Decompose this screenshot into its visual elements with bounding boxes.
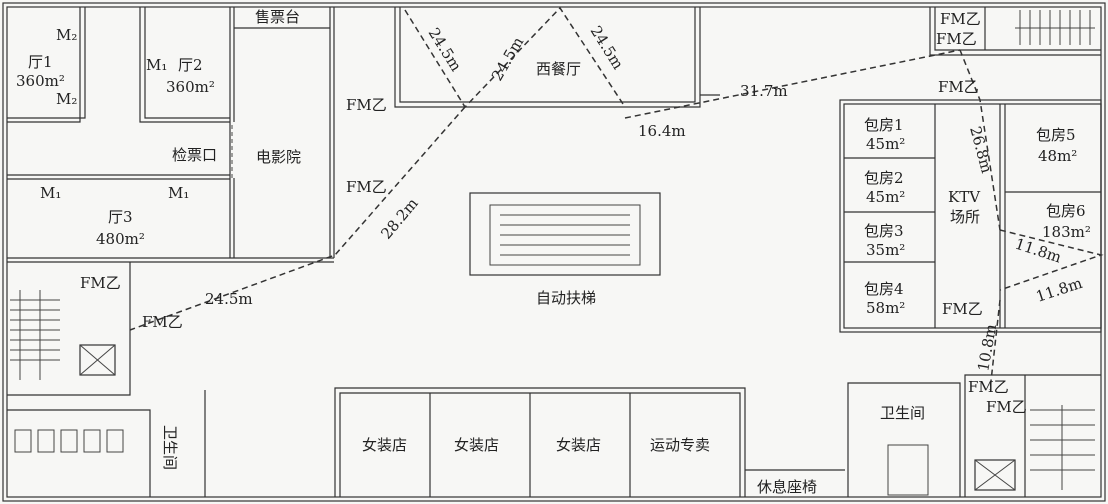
ktv-room-name: 包房2 xyxy=(864,169,904,187)
ktv-walls xyxy=(839,99,1102,333)
distance-label: 28.2m xyxy=(377,195,421,243)
ticket-check-label: 检票口 xyxy=(172,146,217,164)
cinema-walls xyxy=(7,7,335,263)
toilet-label: 卫生间 xyxy=(161,425,179,470)
distance-label: 16.4m xyxy=(638,122,686,140)
hall3-name: 厅3 xyxy=(108,208,133,226)
cinema-exit-label: FM乙 xyxy=(346,96,387,114)
ktv-room-area: 58m² xyxy=(866,299,905,317)
distance-label: 11.8m xyxy=(1034,274,1085,306)
distance-label: 24.5m xyxy=(205,290,253,308)
ktv-room-area: 48m² xyxy=(1038,147,1077,165)
ktv-room-name: 包房1 xyxy=(864,116,904,134)
distance-label: 26.8m xyxy=(966,124,996,175)
distance-label: 24.5m xyxy=(488,34,527,84)
escalator-icon xyxy=(469,192,661,276)
hall1-name: 厅1 xyxy=(28,53,53,71)
cinema-title: 电影院 xyxy=(256,148,301,166)
ktv-door-label: FM乙 xyxy=(942,300,983,318)
hall1-area: 360m² xyxy=(16,72,65,90)
seating-label: 休息座椅 xyxy=(757,478,817,496)
fire-door-label: FM乙 xyxy=(80,274,121,292)
cinema-exit-label: FM乙 xyxy=(346,178,387,196)
distance-label: 24.5m xyxy=(587,23,628,73)
restaurant-name: 西餐厅 xyxy=(536,60,581,78)
ktv-room-area: 183m² xyxy=(1042,223,1091,241)
distance-label: 10.8m xyxy=(974,323,1000,373)
hall1-door-label: M₂ xyxy=(56,26,77,44)
shop-walls xyxy=(334,387,845,497)
hall3-area: 480m² xyxy=(96,230,145,248)
ktv-room-name: 包房6 xyxy=(1046,202,1086,220)
distance-label: 24.5m xyxy=(425,25,466,75)
ktv-room-name: 包房4 xyxy=(864,280,904,298)
ktv-room-area: 45m² xyxy=(866,188,905,206)
hall2-name: 厅2 xyxy=(178,56,203,74)
top-right-stair xyxy=(929,7,1101,56)
hall2-door-label: M₁ xyxy=(146,56,167,74)
ktv-door-label: FM乙 xyxy=(938,78,979,96)
fire-door-label: FM乙 xyxy=(968,378,1009,396)
distance-label: 31.7m xyxy=(740,82,788,100)
left-stair xyxy=(7,262,131,396)
ktv-title: 场所 xyxy=(950,208,980,226)
escalator-label: 自动扶梯 xyxy=(536,289,596,307)
evacuation-routes xyxy=(129,6,1104,391)
ktv-room-area: 45m² xyxy=(866,135,905,153)
ktv-room-name: 包房5 xyxy=(1036,126,1076,144)
fire-door-label: FM乙 xyxy=(940,10,981,28)
hall3-door-label: M₁ xyxy=(168,184,189,202)
ktv-room-name: 包房3 xyxy=(864,222,904,240)
fire-door-label: FM乙 xyxy=(142,313,183,331)
ticket-desk-label: 售票台 xyxy=(255,8,300,26)
fire-door-label: FM乙 xyxy=(986,398,1027,416)
ktv-title: KTV xyxy=(948,188,981,206)
fire-door-label: FM乙 xyxy=(936,30,977,48)
elevator-icon xyxy=(79,344,116,376)
right-toilet-stair xyxy=(847,374,1101,497)
toilet-label: 卫生间 xyxy=(880,404,925,422)
shop-label: 运动专卖 xyxy=(650,436,710,454)
shop-label: 女装店 xyxy=(362,436,407,454)
left-toilet xyxy=(7,390,206,497)
shop-label: 女装店 xyxy=(454,436,499,454)
shop-label: 女装店 xyxy=(556,436,601,454)
hall2-area: 360m² xyxy=(166,78,215,96)
ktv-room-area: 35m² xyxy=(866,241,905,259)
hall1-door-label: M₂ xyxy=(56,90,77,108)
hall3-door-label: M₁ xyxy=(40,184,61,202)
restaurant-walls xyxy=(394,7,720,108)
